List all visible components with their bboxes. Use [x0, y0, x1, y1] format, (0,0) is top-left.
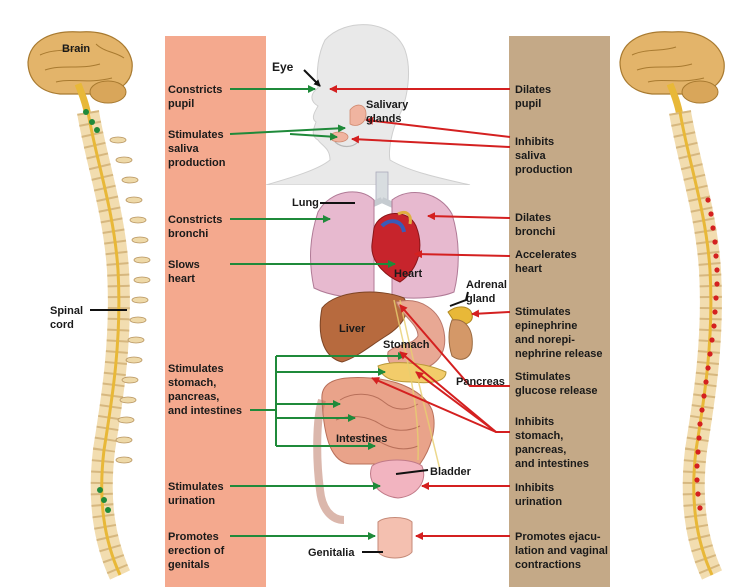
stimulates-glucose-label: Stimulates glucose release: [515, 370, 598, 398]
constricts-pupil-label: Constricts pupil: [168, 83, 222, 111]
inhibits-saliva-label: Inhibits saliva production: [515, 135, 572, 177]
salivary-glands-label: Salivary glands: [366, 98, 408, 126]
bladder-label: Bladder: [430, 465, 471, 479]
stimulates-digestion-label: Stimulates stomach, pancreas, and intest…: [168, 362, 242, 418]
dilates-bronchi-label: Dilates bronchi: [515, 211, 555, 239]
promotes-ejaculation-label: Promotes ejacu- lation and vaginal contr…: [515, 530, 608, 572]
right-spinal-cord: [680, 112, 712, 575]
stimulates-saliva-label: Stimulates saliva production: [168, 128, 225, 170]
liver-label: Liver: [339, 322, 365, 336]
slows-heart-label: Slows heart: [168, 258, 200, 286]
adrenal-kidney: [448, 307, 472, 359]
dilates-pupil-label: Dilates pupil: [515, 83, 551, 111]
pancreas-label: Pancreas: [456, 375, 505, 389]
intestines-label: Intestines: [336, 432, 387, 446]
constricts-bronchi-label: Constricts bronchi: [168, 213, 222, 241]
heart-label: Heart: [394, 267, 422, 281]
stimulates-urination-label: Stimulates urination: [168, 480, 224, 508]
eye-label: Eye: [272, 60, 293, 74]
adrenal-gland-label: Adrenal gland: [466, 278, 507, 306]
accelerates-heart-label: Accelerates heart: [515, 248, 577, 276]
left-spinal-cord: [88, 112, 120, 575]
genitalia-organ: [378, 518, 412, 559]
spinal-cord-label: Spinal cord: [50, 304, 83, 332]
stomach-label: Stomach: [383, 338, 429, 352]
right-brain: [620, 32, 724, 116]
stimulates-epinephrine-label: Stimulates epinephrine and norepi- nephr…: [515, 305, 602, 361]
inhibits-urination-label: Inhibits urination: [515, 481, 562, 509]
genitalia-label: Genitalia: [308, 546, 354, 560]
lung-label: Lung: [292, 196, 319, 210]
inhibits-digestion-label: Inhibits stomach, pancreas, and intestin…: [515, 415, 589, 471]
promotes-erection-label: Promotes erection of genitals: [168, 530, 224, 572]
brain-label: Brain: [62, 42, 90, 56]
